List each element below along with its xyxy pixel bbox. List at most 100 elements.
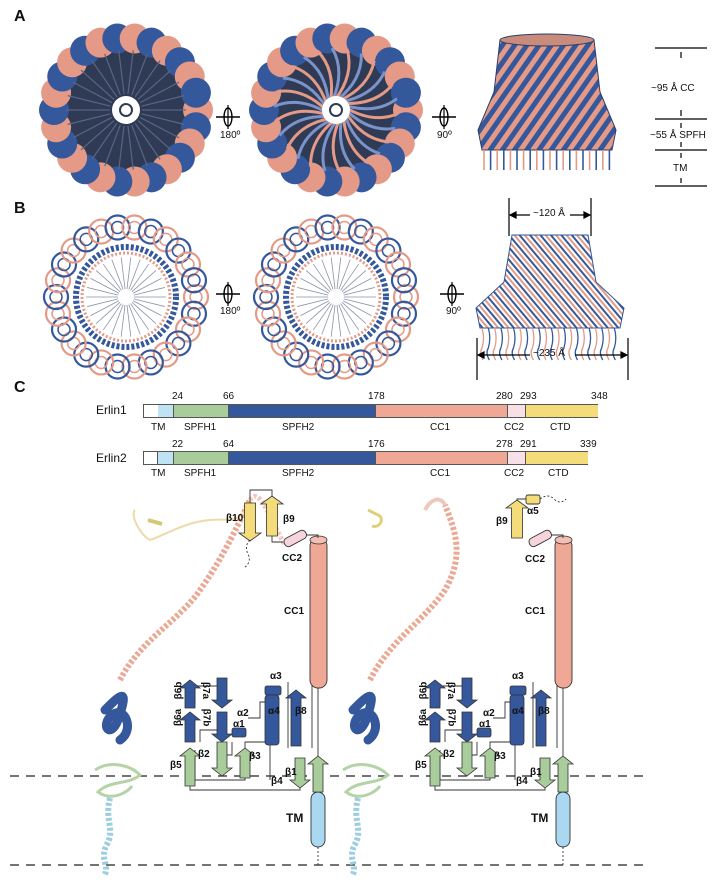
topo-r-cc1: CC1 [525, 606, 546, 617]
erlin2-pos-4: 278 [496, 439, 513, 450]
cage-side-view-a [477, 33, 617, 170]
dim-label-tm: TM [673, 163, 688, 174]
erlin2-seg-tm [144, 452, 158, 464]
erlin2-seg-spfh1 [174, 452, 229, 464]
beta2-strand [210, 741, 234, 777]
erlin1-dom-spfh2: SPFH2 [282, 422, 315, 433]
beta4-strand [288, 757, 312, 789]
dimension-bottom-width [476, 338, 629, 380]
erlin2-seg-cc1 [376, 452, 508, 464]
beta9-strand [504, 499, 530, 539]
rotation-label-b1: 180º [220, 306, 241, 317]
erlin2-domain-bar [143, 451, 588, 465]
topo-l-b4: β4 [271, 776, 283, 787]
beta6a-strand [178, 711, 202, 743]
dimension-ticks-a [655, 47, 707, 187]
erlin1-seg-cc1 [376, 405, 508, 417]
beta5-strand [423, 747, 447, 787]
erlin2-name: Erlin2 [96, 451, 127, 465]
topo-l-a4: α4 [268, 706, 280, 717]
beta10-strand [237, 502, 263, 542]
dim-label-bottom-width: ~235 Å [533, 348, 565, 359]
panel-letter-a: A [14, 8, 26, 25]
topo-r-b7b: β7b [445, 708, 457, 727]
topo-l-b7b: β7b [200, 708, 212, 727]
erlin2-dom-cc2: CC2 [504, 468, 525, 479]
beta2-strand [455, 741, 479, 777]
erlin1-pos-1: 24 [172, 391, 184, 402]
erlin1-seg-tm2 [158, 405, 174, 417]
topo-r-b1: β1 [530, 767, 542, 778]
beta6b-strand [423, 679, 447, 709]
panel-c-topology [10, 489, 645, 878]
alpha3-helix [264, 685, 282, 696]
dim-label-cc: ~95 Å CC [651, 83, 695, 94]
ring-ribbon-view-b1 [42, 214, 210, 380]
topo-l-tm: TM [286, 811, 304, 825]
alpha4-helix [264, 694, 280, 746]
beta7b-strand [455, 711, 479, 743]
topo-l-cc2: CC2 [282, 553, 303, 564]
topo-l-cc1: CC1 [284, 606, 305, 617]
erlin1-cartoon-structure [94, 494, 288, 878]
erlin2-pos-2: 64 [223, 439, 235, 450]
erlin1-pos-5: 293 [520, 391, 537, 402]
topo-r-a1: α1 [479, 719, 491, 730]
topo-r-tm: TM [531, 811, 549, 825]
topo-r-b3: β3 [494, 751, 506, 762]
topo-r-b7a: β7a [445, 681, 457, 700]
topo-l-a2: α2 [237, 708, 249, 719]
alpha3-helix [509, 685, 527, 696]
beta5-strand [178, 747, 202, 787]
erlin2-cartoon-structure [342, 497, 460, 878]
erlin1-pos-2: 66 [223, 391, 235, 402]
erlin2-pos-1: 22 [172, 439, 184, 450]
rotation-label-a2: 90º [437, 130, 452, 141]
beta4-strand [533, 757, 557, 789]
topo-l-b3: β3 [249, 751, 261, 762]
topo-r-a5: α5 [527, 506, 539, 517]
erlin1-dom-ctd: CTD [550, 422, 571, 433]
beta3-strand [233, 747, 257, 779]
cage-ribbon-side-view-b [475, 234, 625, 361]
beta7a-strand [210, 677, 234, 709]
erlin1-domain-bar [143, 404, 598, 418]
ring-ribbon-view-b2 [252, 214, 420, 380]
topo-r-b5: β5 [415, 760, 427, 771]
rotation-icon-a1 [216, 105, 240, 129]
rotation-label-a1: 180º [220, 130, 241, 141]
erlin1-topology-diagram [178, 489, 330, 865]
tm-helix [310, 791, 326, 848]
erlin2-pos-6: 339 [580, 439, 597, 450]
erlin2-pos-3: 176 [368, 439, 385, 450]
rotation-icon-b2 [440, 282, 464, 306]
topo-r-b6b: β6b [418, 681, 430, 700]
rotation-icon-b1 [216, 282, 240, 306]
topo-l-b1: β1 [285, 767, 297, 778]
erlin1-dom-tm: TM [151, 422, 166, 433]
topo-l-b7a: β7a [200, 681, 212, 700]
beta3-strand [478, 747, 502, 779]
erlin2-seg-cc2 [508, 452, 526, 464]
topo-r-b8: β8 [538, 706, 550, 717]
rotation-label-b2: 90º [446, 306, 461, 317]
erlin1-dom-spfh1: SPFH1 [184, 422, 217, 433]
topo-l-b8: β8 [295, 706, 307, 717]
alpha5-helix [525, 494, 541, 505]
erlin1-pos-4: 280 [496, 391, 513, 402]
erlin2-dom-cc1: CC1 [430, 468, 451, 479]
rotation-icon-a2 [432, 105, 456, 129]
topo-r-a2: α2 [483, 708, 495, 719]
topo-l-b5: β5 [170, 760, 182, 771]
topo-l-a1: α1 [233, 719, 245, 730]
topo-l-b2: β2 [198, 749, 210, 760]
cc2-helix [528, 529, 552, 548]
panel-b-figure [42, 198, 629, 380]
erlin1-dom-cc2: CC2 [504, 422, 525, 433]
beta8-strand [284, 689, 308, 747]
erlin2-seg-ctd [526, 452, 588, 464]
cc1-helix [309, 537, 328, 689]
erlin2-seg-tm2 [158, 452, 174, 464]
erlin1-seg-ctd [526, 405, 598, 417]
alpha1-helix [231, 727, 247, 738]
